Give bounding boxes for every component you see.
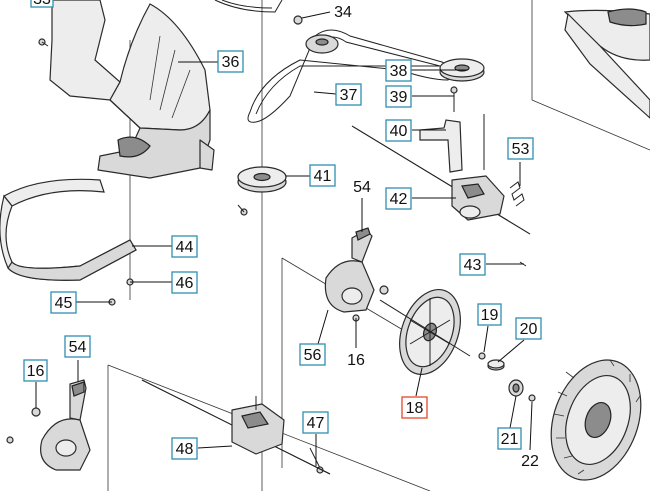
callout-41-label: 41 (314, 168, 332, 185)
callout-19-label: 19 (481, 307, 499, 324)
callout-18-label: 18 (406, 400, 424, 417)
callout-54-upper: 54 (353, 179, 371, 196)
callout-48-label: 48 (176, 441, 194, 458)
callout-36-label: 36 (222, 54, 240, 71)
callout-47-label: 47 (307, 415, 325, 432)
callout-42-label: 42 (390, 191, 408, 208)
washers-part (478, 352, 536, 402)
callout-38: 38 (385, 59, 412, 82)
callout-19: 19 (477, 303, 502, 326)
callout-40: 40 (385, 119, 412, 142)
callout-39: 39 (385, 85, 412, 108)
callout-37: 37 (335, 83, 362, 106)
spring-part (509, 181, 525, 207)
wheel-bracket-part (324, 227, 389, 313)
callout-37-label: 37 (340, 87, 358, 104)
callout-48: 48 (171, 437, 198, 460)
belt-pulley-part (293, 15, 339, 54)
bracket-part (419, 114, 485, 173)
pulley-38-part (439, 58, 485, 82)
gearbox-upper-part (451, 175, 505, 221)
callout-40-label: 40 (390, 123, 408, 140)
rear-flap-part (0, 178, 137, 281)
callout-39-label: 39 (390, 89, 408, 106)
callout-46-label: 46 (176, 275, 194, 292)
leader-lines (35, 11, 533, 466)
mower-housing-part (563, 8, 650, 119)
pulley-41-part (237, 166, 287, 193)
callout-21-label: 21 (501, 431, 519, 448)
callout-44: 44 (171, 235, 198, 258)
callout-54-lower: 54 (64, 335, 91, 358)
callout-22-label: 22 (521, 453, 539, 470)
callout-20: 20 (515, 317, 542, 340)
callout-16-upper: 16 (347, 352, 365, 369)
callout-16-upper-label: 16 (347, 352, 365, 369)
callout-21: 21 (497, 427, 522, 450)
callout-16-lower: 16 (23, 359, 48, 382)
callout-34-label: 34 (334, 4, 352, 21)
callout-56: 56 (299, 343, 326, 366)
callout-22: 22 (521, 453, 539, 470)
rear-wheel-part (550, 359, 642, 481)
left-wheel-bracket-part (40, 379, 91, 471)
callout-44-label: 44 (176, 239, 194, 256)
callout-54-upper-label: 54 (353, 179, 371, 196)
callout-42: 42 (385, 187, 412, 210)
callout-47: 47 (302, 411, 329, 434)
callout-46: 46 (171, 271, 198, 294)
callout-56-label: 56 (304, 347, 322, 364)
callout-45-label: 45 (55, 295, 73, 312)
callout-53: 53 (507, 137, 534, 160)
callout-54-lower-label: 54 (69, 339, 87, 356)
callout-43-label: 43 (464, 257, 482, 274)
callout-53-label: 53 (512, 141, 530, 158)
callout-45: 45 (50, 291, 77, 314)
callout-33: 33 (30, 0, 54, 8)
callout-43: 43 (459, 253, 486, 276)
lower-axle-part (141, 379, 331, 475)
callout-34: 34 (334, 4, 352, 21)
callout-33-label: 33 (33, 0, 51, 8)
callout-20-label: 20 (520, 321, 538, 338)
rear-cover-part (49, 0, 215, 179)
callout-16-lower-label: 16 (27, 363, 45, 380)
callout-18: 18 (401, 396, 428, 419)
callout-36: 36 (217, 50, 244, 73)
callout-38-label: 38 (390, 63, 408, 80)
callout-41: 41 (309, 164, 336, 187)
wheel-hub-part (379, 288, 471, 376)
